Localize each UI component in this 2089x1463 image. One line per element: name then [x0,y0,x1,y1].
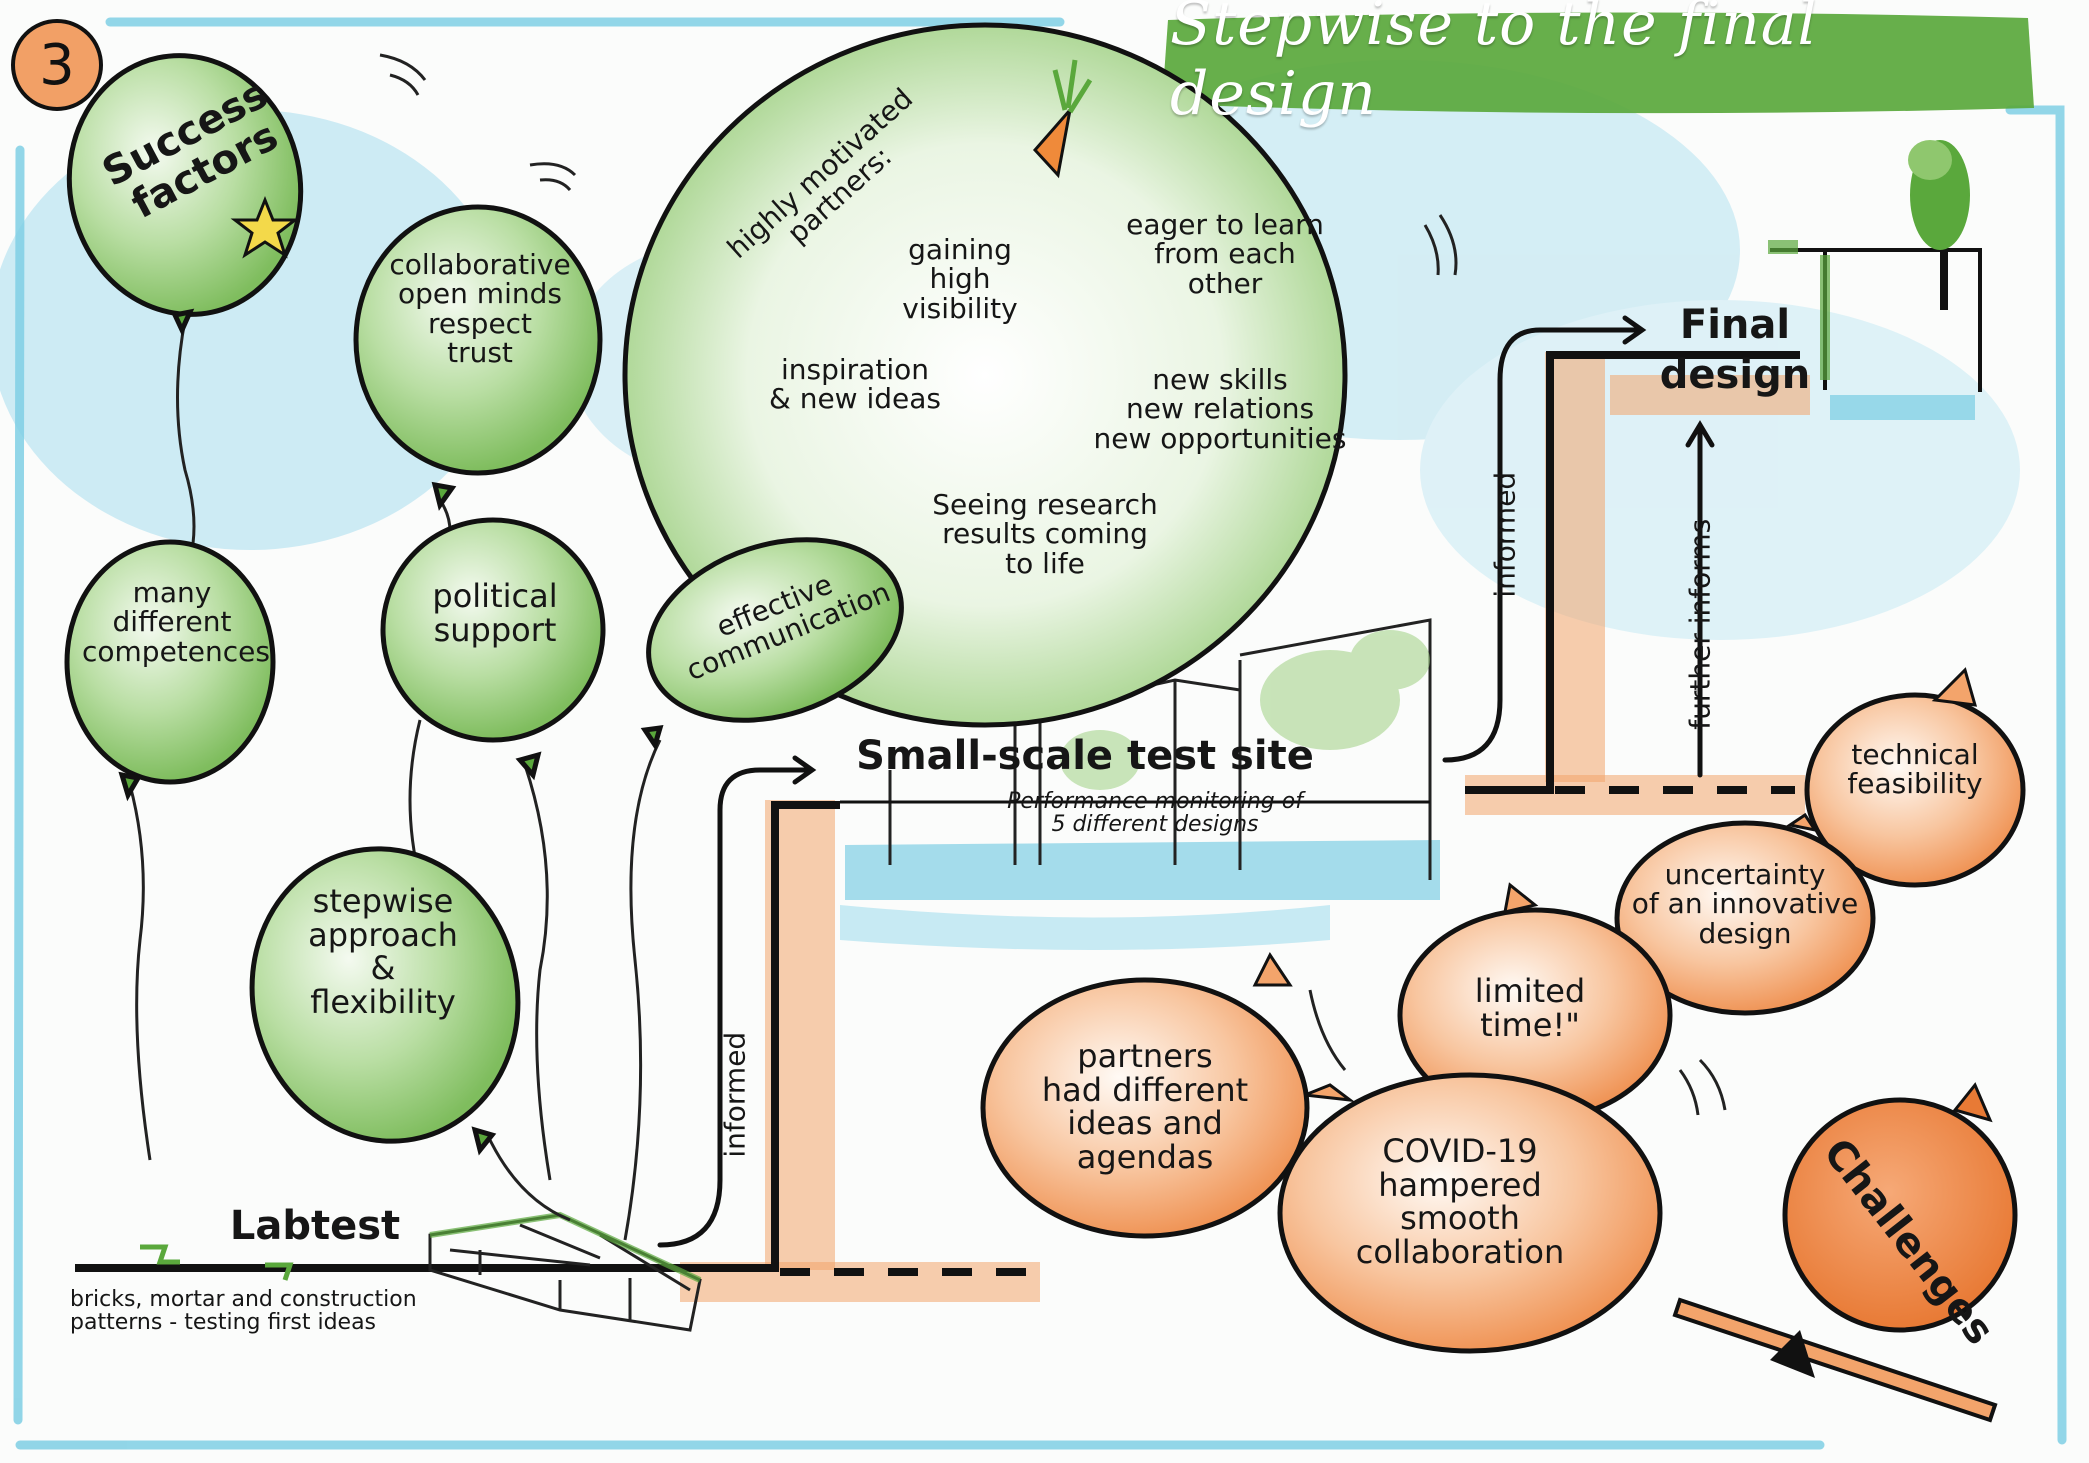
balloon-stepwise: stepwise approach & flexibility [268,882,498,1021]
balloon-political: political support [410,577,580,649]
agendas-line: had different [1041,1070,1249,1109]
staircase [75,351,1810,1302]
technical-line: feasibility [1847,767,1983,801]
uncertainty-line: design [1698,916,1792,950]
technical-line: technical [1851,738,1979,771]
final-line: Final [1679,302,1791,348]
visibility-line: high [929,262,991,296]
test-site-desc-line: 5 different designs [1051,812,1259,838]
test-site-desc-line: Performance monitoring of [1007,789,1303,814]
challenges-seesaw [1672,1082,2018,1423]
skills-line: new relations [1125,392,1315,426]
covid-line: collaboration [1355,1232,1565,1271]
challenge-bags [980,692,2026,1354]
test-site-desc: Performance monitoring of 5 different de… [925,790,1385,836]
research-line: to life [1005,546,1085,580]
informed-label-1: informed [718,1031,752,1158]
partner-research: Seeing research results coming to life [915,488,1175,580]
partner-learn: eager to learn from each other [1110,208,1340,300]
bag-uncertainty: uncertainty of an innovative design [1630,858,1860,950]
agendas-line: partners [1077,1037,1213,1075]
skills-line: new opportunities [1093,421,1347,455]
title-banner [1162,12,2034,114]
uncertainty-line: of an innovative [1631,887,1859,921]
final-line: design [1659,352,1811,398]
carrot-icon [1032,59,1093,179]
water [840,395,1975,950]
time-line: limited [1474,972,1586,1010]
covid-line: hampered [1378,1165,1542,1204]
learn-line: eager to learn [1126,208,1324,241]
inspiration-line: inspiration [781,353,929,386]
stepwise-line: approach [308,915,458,954]
labtest-desc: bricks, mortar and construction patterns… [70,1288,510,1334]
bag-covid: COVID-19 hampered smooth collaboration [1310,1132,1610,1271]
stepwise-line: flexibility [310,982,456,1021]
collab-line: open minds [398,277,562,311]
labtest-desc-line: patterns - testing first ideas [70,1310,377,1336]
test-site-title: Small-scale test site [856,733,1314,779]
collab-line: respect [427,306,533,340]
competences-line: competences [82,634,270,668]
balloon-shapes [64,22,1348,1156]
competences-line: many [132,576,212,609]
final-pool [1768,140,1982,392]
covid-line: smooth [1400,1199,1520,1238]
uncertainty-line: uncertainty [1664,858,1826,891]
inspiration-line: & new ideas [768,382,942,416]
stepwise-line: stepwise [312,882,454,920]
partner-inspiration: inspiration & new ideas [745,355,965,414]
stepwise-line: & [370,949,396,988]
collab-line: trust [447,336,513,370]
labtest-desc-line: bricks, mortar and construction [70,1287,417,1312]
research-line: results coming [942,517,1148,551]
test-site-greenery [1060,630,1430,790]
page-frame [13,17,2067,1450]
further-informs-label: further informs [1683,518,1717,730]
final-design-title: Final design [1640,300,1830,400]
motion-marks [379,53,1727,1116]
page-number: 3 [39,32,75,98]
time-line: time!" [1480,1005,1580,1044]
agendas-line: ideas and [1067,1104,1223,1143]
balloon-collaborative: collaborative open minds respect trust [365,250,595,368]
flow-arrows [657,315,1715,1248]
partner-visibility: gaining high visibility [860,233,1060,325]
labtest-title: Labtest [229,1203,401,1249]
bag-agendas: partners had different ideas and agendas [1030,1037,1260,1176]
visibility-line: gaining [908,233,1012,266]
skills-line: new skills [1152,363,1288,396]
research-line: Seeing research [932,488,1158,521]
bag-knots [1252,667,1978,1103]
political-line: support [433,610,557,649]
learn-line: other [1187,266,1263,300]
learn-line: from each [1154,237,1296,271]
competences-line: different [112,605,232,639]
collab-line: collaborative [389,248,571,281]
page-title: Stepwise to the final design [1170,0,1818,129]
page-number-circle [11,19,103,111]
partner-skills: new skills new relations new opportuniti… [1075,363,1365,455]
covid-line: COVID-19 [1382,1132,1538,1170]
bag-time: limited time!" [1430,972,1630,1044]
political-line: political [432,577,558,615]
informed-label-2: informed [1488,471,1522,598]
balloon-competences: many different competences [82,576,270,668]
balloon-strings [128,319,1347,1241]
bag-technical: technical feasibility [1810,740,2020,799]
star-icon [230,195,300,259]
visibility-line: visibility [902,291,1018,325]
agendas-line: agendas [1076,1137,1214,1176]
